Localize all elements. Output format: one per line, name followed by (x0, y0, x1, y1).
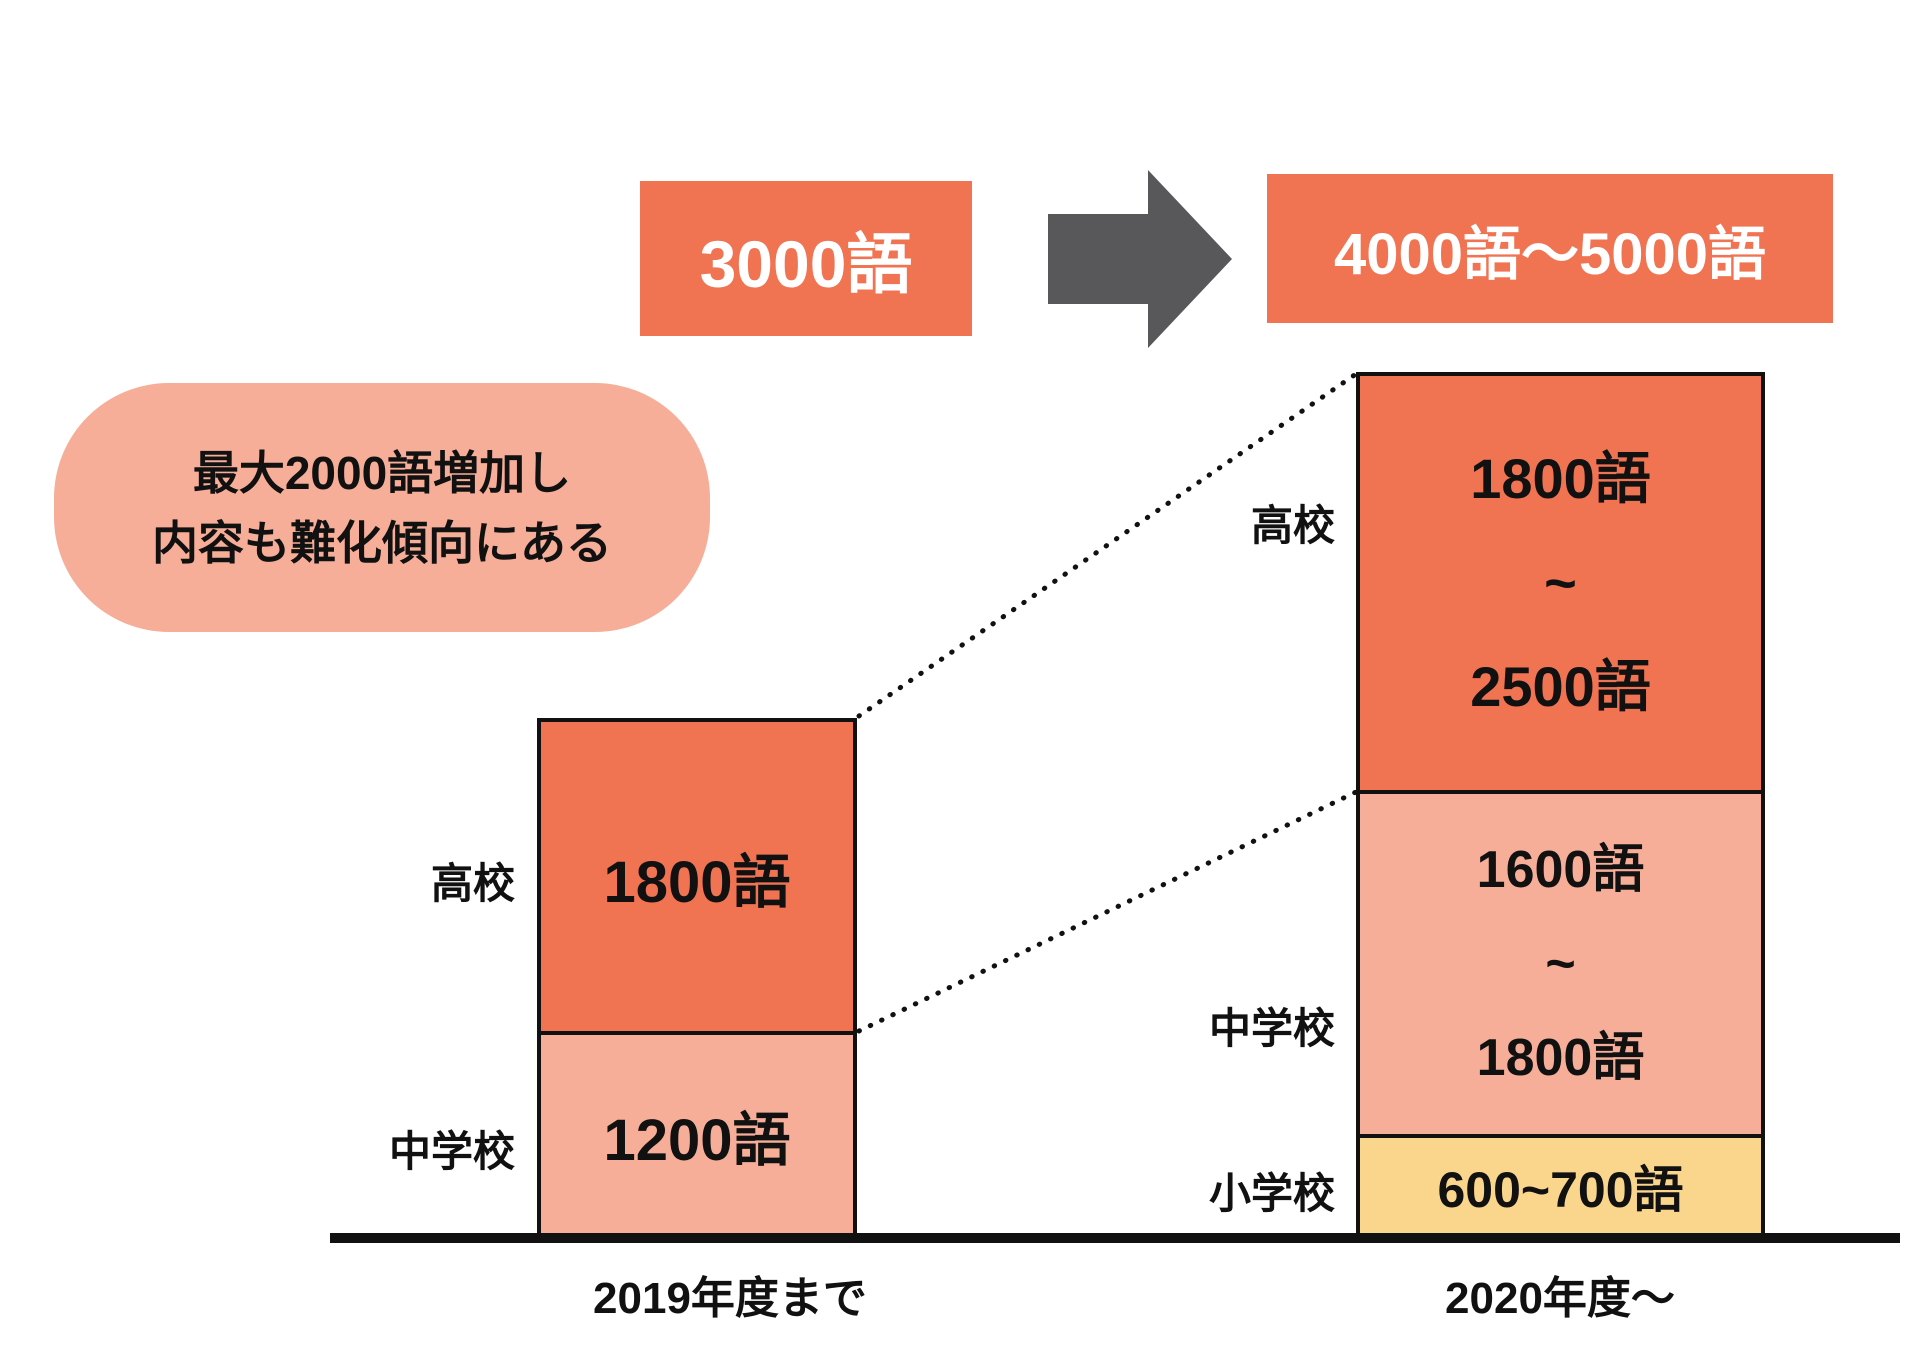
callout-line-1: 最大2000語増加し (192, 446, 572, 499)
label-2019-koukou: 高校 (430, 860, 515, 907)
bar-2020-chuugaku-value-line1: 1600語 (1476, 841, 1645, 899)
bar-2020-chuugaku-value-line2: 1800語 (1476, 1029, 1645, 1087)
bar-2020-koukou-value-line2: 2500語 (1470, 655, 1651, 718)
label-2020-chuugaku: 中学校 (1208, 1005, 1335, 1052)
total-after-label: 4000語〜5000語 (1333, 221, 1767, 287)
total-before-banner: 3000語 (640, 181, 972, 336)
bar-2020-koukou-value-line1: 1800語 (1470, 447, 1651, 510)
right-arrow-icon (1048, 170, 1232, 348)
bar-2020-shougaku-value: 600~700語 (1437, 1162, 1684, 1218)
bar-2019-chuugaku-segment: 1200語 (537, 1031, 857, 1238)
bar-2020-chuugaku-value-tilde: ~ (1545, 935, 1576, 993)
x-axis-label-2019: 2019年度まで (593, 1274, 867, 1323)
x-axis-label-2020: 2020年度〜 (1445, 1274, 1675, 1323)
connector-line-middle (856, 789, 1359, 1034)
connector-line-top (856, 371, 1359, 719)
bar-2019-chuugaku-value: 1200語 (603, 1107, 791, 1173)
bar-2020-koukou-segment: 1800語 ~ 2500語 (1356, 372, 1765, 794)
callout-bubble: 最大2000語増加し 内容も難化傾向にある (54, 383, 710, 632)
label-2019-chuugaku: 中学校 (388, 1128, 515, 1175)
label-2020-shougaku: 小学校 (1208, 1170, 1335, 1217)
bar-2020-shougaku-segment: 600~700語 (1356, 1134, 1765, 1238)
total-after-banner: 4000語〜5000語 (1267, 174, 1833, 323)
bar-2019-koukou-value: 1800語 (603, 849, 791, 915)
x-axis-line (330, 1233, 1900, 1243)
bar-2019-koukou-segment: 1800語 (537, 718, 857, 1035)
label-2020-koukou: 高校 (1250, 502, 1335, 549)
bar-2020-chuugaku-segment: 1600語 ~ 1800語 (1356, 790, 1765, 1138)
bar-2020-koukou-value-tilde: ~ (1544, 551, 1577, 614)
callout-line-2: 内容も難化傾向にある (152, 516, 612, 569)
total-before-label: 3000語 (699, 226, 913, 301)
